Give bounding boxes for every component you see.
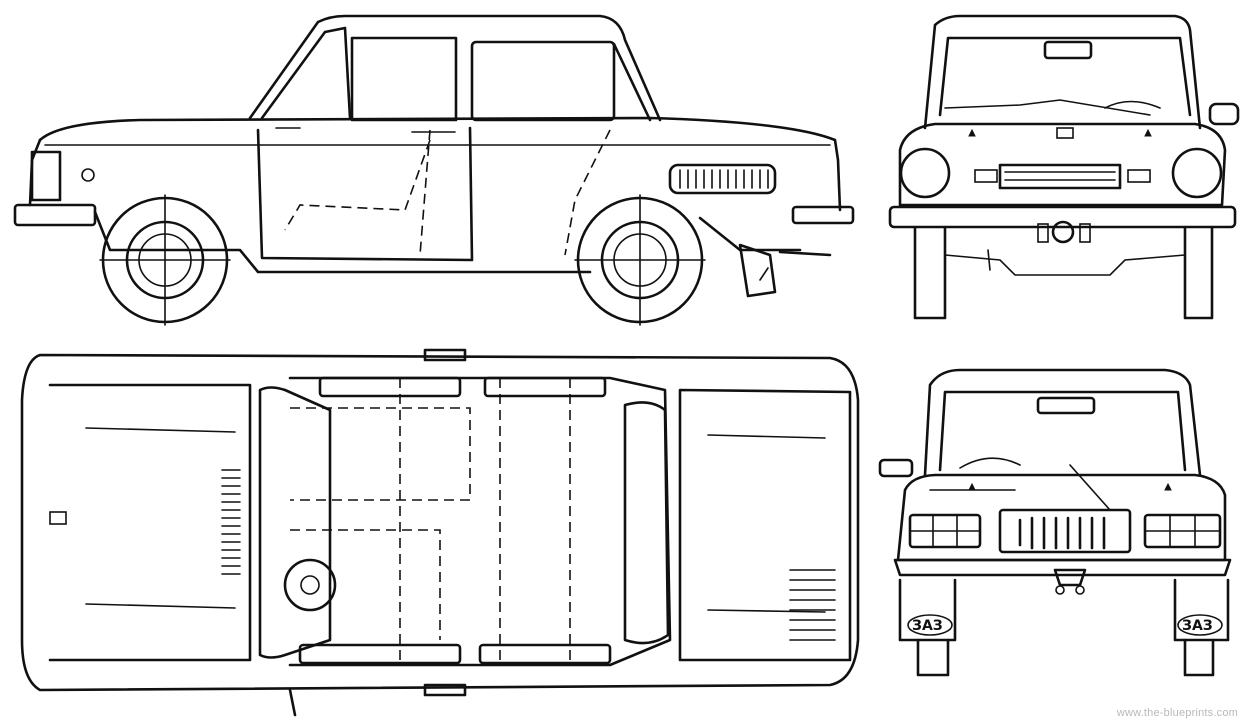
rear-view: ЗАЗ ЗАЗ [878,368,1232,677]
hood-vent-lines [221,469,241,575]
watermark: www.the-blueprints.com [1116,707,1238,719]
top-view [20,348,860,717]
plate-right: ЗАЗ [1182,618,1213,634]
side-view [13,14,855,326]
side-vent-slats [679,169,769,189]
rear-grille-lines [789,569,836,641]
rear-grille-bars [1018,516,1106,550]
front-view [888,14,1240,320]
plate-left: ЗАЗ [912,618,943,634]
